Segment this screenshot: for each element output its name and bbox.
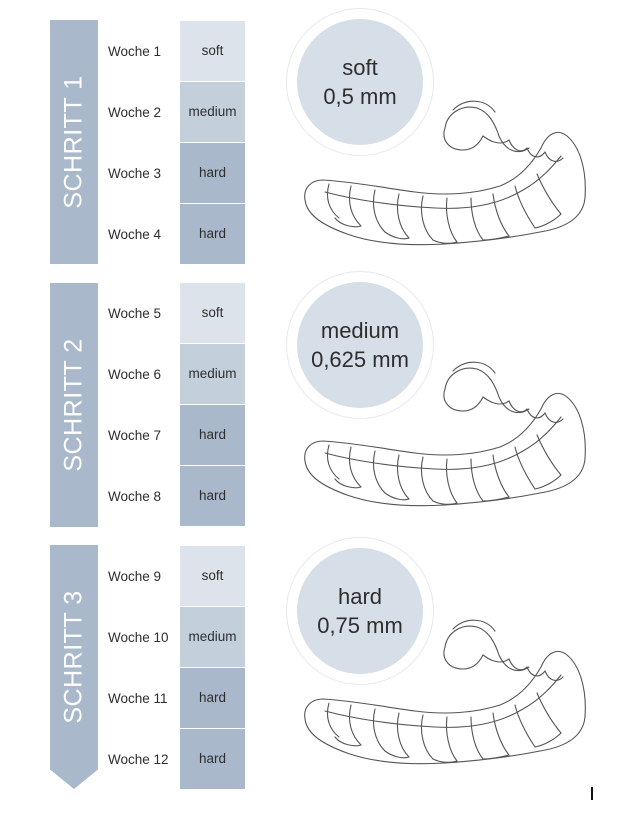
week-label: Woche 7 (108, 428, 162, 443)
hardness-cell-hard: hard (180, 466, 245, 526)
week-label: Woche 12 (108, 752, 169, 767)
step-1-banner: SCHRITT 1 (50, 20, 98, 264)
week-label: Woche 1 (108, 44, 162, 59)
step-2: SCHRITT 2 Woche 5 Woche 6 Woche 7 Woche … (0, 271, 632, 528)
step-1: SCHRITT 1 Woche 1 Woche 2 Woche 3 Woche … (0, 8, 632, 265)
hardness-cell-hard: hard (180, 143, 245, 203)
circle-hardness: medium (320, 318, 400, 343)
hardness-cell-soft: soft (180, 283, 245, 343)
hardness-cell-medium: medium (180, 82, 245, 142)
dental-aligner-icon (295, 349, 595, 519)
step-3: SCHRITT 3 Woche 9 Woche 10 Woche 11 Woch… (0, 537, 632, 795)
step-1-label: SCHRITT 1 (59, 75, 88, 209)
week-label: Woche 10 (108, 630, 169, 645)
week-label: Woche 9 (108, 569, 162, 584)
step-2-banner: SCHRITT 2 (50, 283, 98, 527)
dental-aligner-icon (295, 607, 595, 777)
week-label: Woche 4 (108, 227, 162, 242)
step-1-thickness-circle: soft 0,5 mm (286, 8, 434, 156)
dental-aligner-icon (295, 88, 595, 258)
step-3-thickness-circle: hard 0,75 mm (286, 537, 434, 685)
step-3-banner: SCHRITT 3 (50, 545, 98, 789)
week-label: Woche 5 (108, 306, 162, 321)
circle-hardness: hard (337, 584, 383, 609)
week-label: Woche 8 (108, 489, 162, 504)
week-label: Woche 6 (108, 367, 162, 382)
step-2-thickness-circle: medium 0,625 mm (286, 271, 434, 419)
hardness-cell-soft: soft (180, 546, 245, 606)
circle-thickness: 0,625 mm (311, 347, 409, 372)
circle-hardness: soft (342, 55, 378, 80)
week-label: Woche 3 (108, 166, 162, 181)
step-3-label: SCHRITT 3 (59, 590, 88, 724)
hardness-cell-medium: medium (180, 607, 245, 667)
week-label: Woche 11 (108, 691, 168, 706)
hardness-cell-soft: soft (180, 21, 245, 81)
hardness-cell-hard: hard (180, 668, 245, 728)
hardness-cell-medium: medium (180, 344, 245, 404)
hardness-cell-hard: hard (180, 405, 245, 465)
circle-thickness: 0,75 mm (317, 613, 403, 638)
hardness-cell-hard: hard (180, 729, 245, 789)
step-2-label: SCHRITT 2 (59, 338, 88, 472)
week-label: Woche 2 (108, 105, 162, 120)
circle-thickness: 0,5 mm (323, 84, 397, 109)
page-mark (591, 787, 593, 800)
hardness-cell-hard: hard (180, 204, 245, 264)
